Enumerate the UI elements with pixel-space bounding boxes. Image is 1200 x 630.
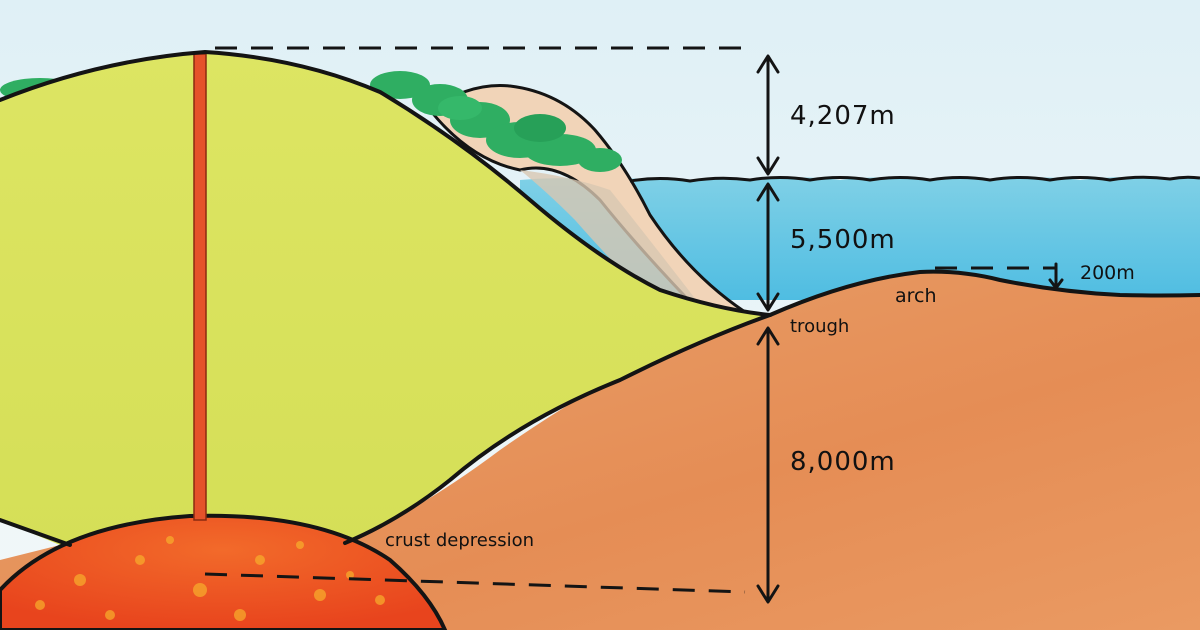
outlines xyxy=(0,49,1200,547)
magma-texture xyxy=(35,536,385,621)
label-height-above-sea: 4,207m xyxy=(790,101,896,131)
measurement-arrows xyxy=(756,54,1064,604)
magma-conduit xyxy=(193,53,207,521)
label-sea-depth: 5,500m xyxy=(790,225,896,255)
label-crust-thickness: 8,000m xyxy=(790,447,896,477)
reference-lines xyxy=(204,46,1055,594)
oceanic-crust xyxy=(0,271,1200,630)
label-crust-depression: crust depression xyxy=(385,530,534,551)
magma-chamber xyxy=(0,513,448,630)
label-trough: trough xyxy=(790,316,849,337)
label-arch-height: 200m xyxy=(1080,262,1135,284)
volcano xyxy=(0,52,770,545)
hill-shading xyxy=(520,170,700,305)
sea-surface xyxy=(629,175,1200,183)
label-arch: arch xyxy=(895,285,937,307)
